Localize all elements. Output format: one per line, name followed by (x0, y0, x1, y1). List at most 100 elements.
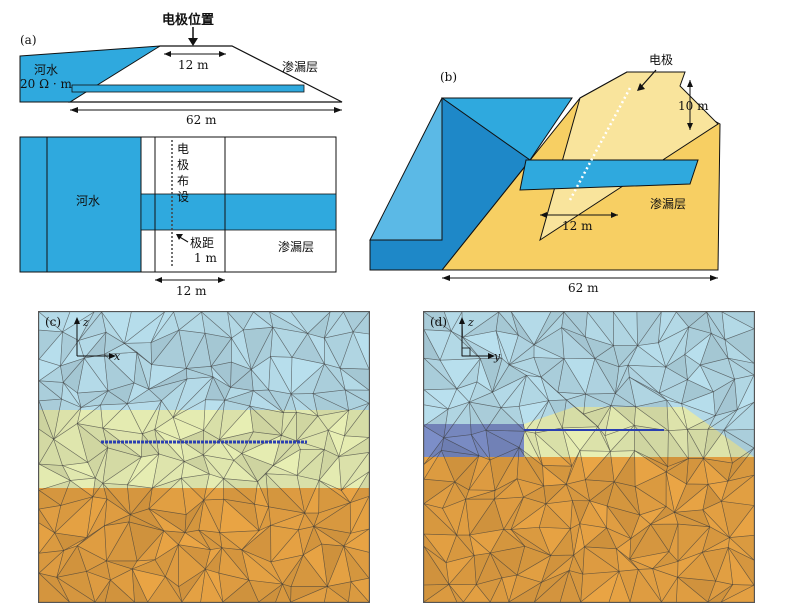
mesh-triangle (703, 457, 729, 485)
mesh-triangle (550, 527, 575, 556)
mesh-triangle (312, 393, 350, 417)
mesh-triangle (583, 393, 612, 415)
mesh-triangle (541, 465, 573, 485)
mesh-triangle (508, 334, 535, 366)
mesh-triangle (39, 358, 62, 382)
panel-b-bottom-width-right (710, 275, 718, 281)
mesh-triangle (39, 549, 65, 578)
mesh-triangle (540, 358, 565, 393)
mesh-triangle (105, 521, 138, 562)
mesh-triangle (542, 464, 567, 487)
mesh-triangle (54, 495, 94, 538)
mesh-triangle (657, 312, 690, 344)
mesh-triangle (573, 523, 585, 556)
mesh-triangle (177, 532, 211, 550)
mesh-triangle (203, 498, 225, 534)
mesh-triangle (441, 437, 479, 456)
river-left-face (369, 97, 443, 241)
mesh-c-air-layer (39, 312, 369, 410)
mesh-triangle (445, 534, 475, 564)
mesh-triangle (456, 499, 470, 536)
mesh-triangle (557, 357, 587, 395)
mesh-triangle (699, 357, 736, 380)
mesh-triangle (202, 454, 225, 480)
mesh-triangle (658, 379, 688, 405)
mesh-triangle (298, 525, 315, 557)
mesh-triangle (583, 546, 620, 572)
mesh-triangle (78, 331, 107, 359)
mesh-triangle (516, 554, 552, 583)
mesh-triangle (39, 312, 71, 333)
mesh-triangle (509, 503, 547, 530)
mesh-triangle (651, 551, 679, 570)
mesh-triangle (39, 463, 72, 482)
mesh-triangle (129, 508, 165, 532)
mesh-triangle (184, 499, 205, 533)
plan-width-arrow-left (155, 277, 162, 283)
mesh-triangle (103, 351, 138, 384)
mesh-triangle (94, 447, 108, 484)
mesh-triangle (348, 581, 369, 602)
mesh-triangle (573, 546, 585, 575)
mesh-triangle (675, 312, 708, 328)
mesh-triangle (290, 586, 328, 602)
mesh-triangle (39, 489, 62, 510)
mesh-triangle (439, 358, 481, 390)
mesh-triangle (454, 481, 470, 500)
river-label: 河水 (34, 63, 58, 77)
mesh-triangle (684, 332, 712, 366)
mesh-triangle (76, 545, 108, 572)
mesh-triangle (178, 312, 206, 334)
mesh-triangle (178, 329, 206, 370)
mesh-c-svg: (c) z x (39, 312, 369, 602)
mesh-triangle (178, 544, 206, 588)
mesh-triangle (522, 485, 547, 505)
mesh-triangle (661, 576, 678, 602)
mesh-triangle (103, 353, 135, 392)
mesh-triangle (177, 544, 211, 570)
mesh-triangle (230, 337, 252, 371)
mesh-triangle (275, 583, 291, 602)
mesh-c-edges (39, 312, 369, 602)
mesh-triangle (540, 376, 567, 401)
mesh-d-river-block (424, 424, 524, 457)
mesh-triangle (570, 500, 581, 530)
mesh-triangle (184, 499, 205, 533)
mesh-triangle (198, 499, 221, 533)
height-arrow-top (687, 80, 693, 87)
mesh-triangle (492, 375, 527, 409)
mesh-triangle (269, 356, 293, 396)
mesh-triangle (55, 576, 96, 602)
mesh-triangle (489, 545, 526, 576)
mesh-triangle (630, 514, 652, 540)
mesh-triangle (584, 336, 615, 359)
panel-d: (d) z y (423, 311, 755, 603)
mesh-triangle (100, 390, 129, 406)
mesh-triangle (221, 547, 250, 581)
mesh-triangle (633, 424, 669, 468)
mesh-triangle (222, 478, 258, 505)
mesh-triangle (295, 415, 329, 442)
mesh-triangle (268, 389, 292, 414)
mesh-triangle (673, 511, 710, 528)
mesh-triangle (680, 391, 716, 417)
mesh-d-edges (424, 312, 754, 602)
mesh-triangle (727, 357, 754, 380)
mesh-triangle (258, 506, 271, 532)
bottom-width-arrow-right (334, 107, 342, 113)
mesh-triangle (76, 422, 109, 463)
mesh-triangle (290, 393, 319, 417)
mesh-triangle (269, 312, 308, 334)
mesh-triangle (493, 478, 524, 500)
mesh-triangle (324, 585, 349, 602)
mesh-triangle (668, 524, 679, 563)
mesh-triangle (495, 330, 519, 366)
mesh-triangle (616, 548, 639, 570)
mesh-triangle (470, 429, 491, 461)
mesh-triangle (610, 405, 636, 427)
mesh-triangle (323, 429, 340, 458)
mesh-triangle (297, 512, 315, 531)
mesh-triangle (424, 546, 450, 585)
mesh-triangle (533, 312, 565, 345)
mesh-triangle (629, 523, 670, 560)
